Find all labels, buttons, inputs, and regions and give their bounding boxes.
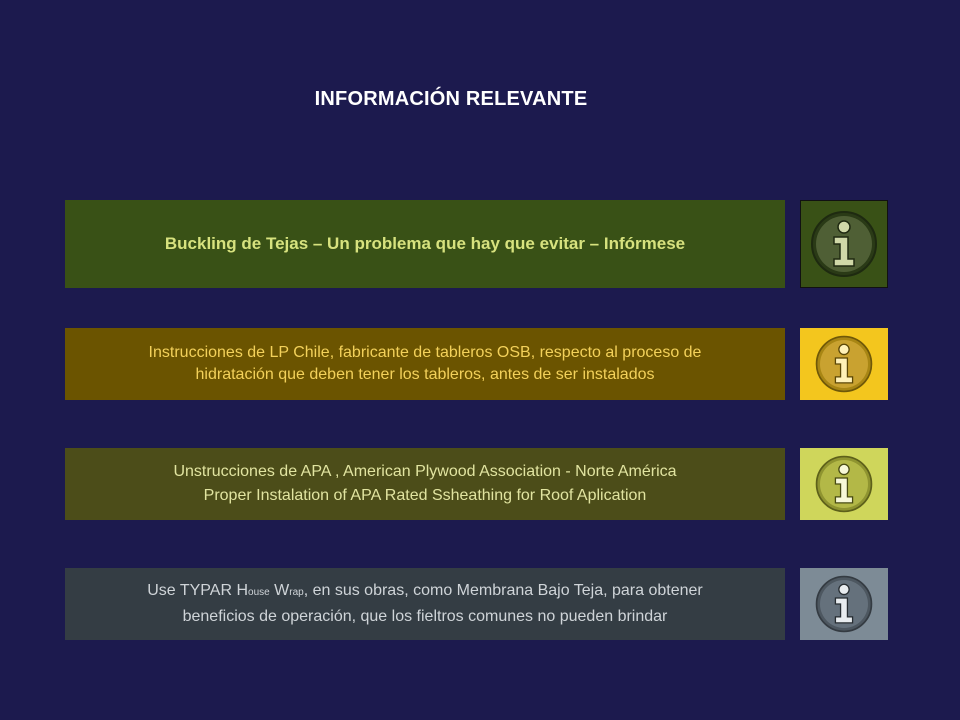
banner-text: Unstrucciones de APA , American Plywood …	[173, 460, 676, 508]
info-button-apa[interactable]	[800, 448, 888, 520]
banner-line: Unstrucciones de APA , American Plywood …	[173, 463, 677, 480]
banner-text: Use TYPAR House Wrap, en sus obras, como…	[147, 579, 703, 629]
line-pre: Use TYPAR H	[147, 582, 249, 599]
banner-line: Instrucciones de LP Chile, fabricante de…	[148, 344, 702, 361]
info-banner-apa[interactable]: Unstrucciones de APA , American Plywood …	[65, 448, 785, 520]
page-title: INFORMACIÓN RELEVANTE	[314, 88, 588, 110]
banner-line: beneficios de operación, que los fieltro…	[182, 608, 668, 625]
banner-text: Instrucciones de LP Chile, fabricante de…	[149, 342, 702, 386]
info-icon	[815, 335, 873, 393]
line-mid: W	[269, 582, 290, 599]
info-icon	[815, 575, 873, 633]
info-banner-typar[interactable]: Use TYPAR House Wrap, en sus obras, como…	[65, 568, 785, 640]
banner-line: Use TYPAR House Wrap, en sus obras, como…	[147, 579, 703, 605]
line-post: , en sus obras, como Membrana Bajo Teja,…	[303, 582, 703, 599]
info-button-lp-chile[interactable]	[800, 328, 888, 400]
banner-line: hidratación que deben tener los tableros…	[195, 366, 655, 383]
banner-line: Proper Instalation of APA Rated Ssheathi…	[203, 487, 647, 504]
banner-text: Buckling de Tejas – Un problema que hay …	[164, 234, 686, 253]
line-sub-rap: rap	[289, 587, 304, 598]
info-button-buckling[interactable]	[800, 200, 888, 288]
info-icon	[815, 455, 873, 513]
info-icon	[811, 211, 877, 277]
info-button-typar[interactable]	[800, 568, 888, 640]
info-banner-buckling[interactable]: Buckling de Tejas – Un problema que hay …	[65, 200, 785, 288]
line-sub-ouse: ouse	[248, 587, 270, 598]
info-banner-lp-chile[interactable]: Instrucciones de LP Chile, fabricante de…	[65, 328, 785, 400]
